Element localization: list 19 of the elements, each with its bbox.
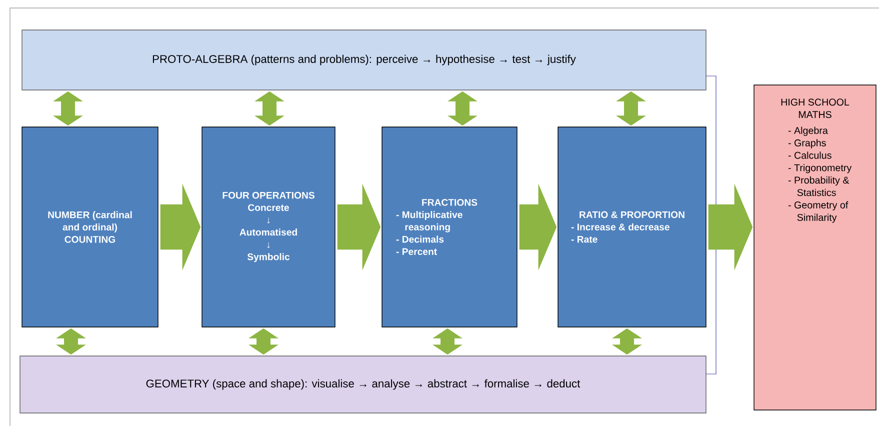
stage-box: NUMBER (cardinal and ordinal) COUNTING [22,126,158,328]
double-arrow [612,328,642,355]
band-box: GEOMETRY (space and shape): visualise → analyse → abstract → formalise → deduct [20,356,706,414]
double-arrow [254,91,284,126]
stage-box: FRACTIONS - Multiplicative reasoning - Decimals - Percent [382,126,518,328]
double-arrow [616,91,646,126]
stage-box: RATIO & PROPORTION - Increase & decrease - Rate [558,126,706,328]
double-arrow [248,328,278,355]
block-arrow [160,184,201,270]
double-arrow [53,91,83,126]
stage-box: FOUR OPERATIONS Concrete ↓ Automatised ↓ Symbolic [202,126,336,328]
block-arrow [519,184,557,270]
double-arrow [56,328,86,355]
double-arrow [448,91,478,126]
outcome-box: HIGH SCHOOL MATHS - Algebra - Graphs - Calculus - Trigonometry - Probability & Statistics - Geometry of Similarity [754,84,876,410]
block-arrow [337,184,381,270]
block-arrow [708,184,753,270]
band-box: PROTO-ALGEBRA (patterns and problems): perceive → hypothesise → test → justify [22,30,706,90]
double-arrow [432,328,462,355]
